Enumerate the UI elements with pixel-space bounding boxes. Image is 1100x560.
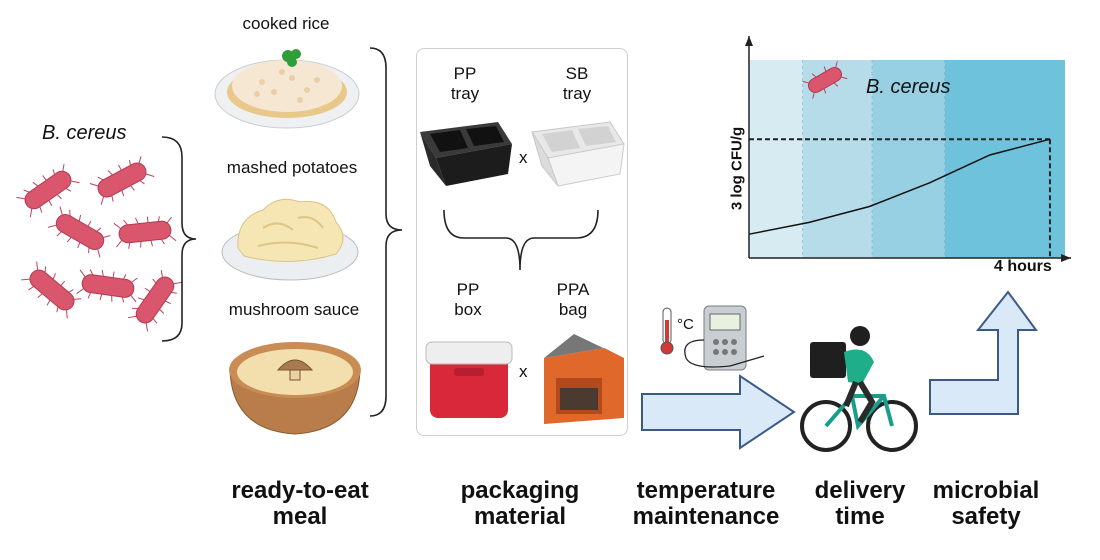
arrow-up-right-icon [929, 290, 1038, 415]
thermometer-unit: °C [677, 316, 694, 333]
mashed-potatoes-icon [221, 198, 359, 281]
x-axis-arrow [1061, 254, 1071, 262]
y-axis-arrow [745, 36, 753, 46]
mushroom-sauce-icon [229, 342, 361, 435]
cross-box: x [519, 362, 528, 381]
chart-band-4 [944, 60, 1065, 258]
thermometer-icon [660, 307, 674, 355]
cross-tray: x [519, 148, 528, 167]
meal-label-sauce: mushroom sauce [228, 300, 360, 319]
meal-label-potatoes: mashed potatoes [226, 158, 358, 177]
pp-box-label: PP box [454, 280, 482, 319]
caption-safety: microbial safety [932, 477, 1040, 530]
ppa-bag-label: PPA bag [556, 280, 590, 319]
delivery-cyclist-icon [800, 326, 918, 452]
caption-meal: ready-to-eat meal [231, 477, 369, 530]
chart-bacterium-icon [802, 61, 848, 99]
chart-organism-label: B. cereus [866, 76, 951, 98]
bacteria-label: B. cereus [42, 122, 127, 144]
pp-box-icon [425, 341, 513, 418]
chart-band-3 [872, 60, 945, 258]
ppa-bag-icon [544, 334, 624, 424]
data-logger-icon [684, 305, 765, 371]
arrow-right-icon [641, 374, 796, 450]
chart-xlabel: 4 hours [994, 258, 1052, 275]
chart-ylabel: 3 log CFU/g [728, 126, 746, 211]
cooked-rice-icon [214, 49, 360, 129]
pp-tray-icon [420, 122, 512, 186]
caption-delivery: delivery time [814, 477, 906, 530]
pp-tray-label: PP tray [450, 64, 480, 103]
packaging-panel [416, 48, 628, 436]
meal-brace [369, 47, 403, 417]
sb-tray-label: SB tray [562, 64, 592, 103]
caption-temperature: temperature maintenance [632, 477, 780, 530]
meal-label-rice: cooked rice [242, 14, 330, 33]
growth-chart [745, 36, 1071, 262]
chart-ylabel-wrap: 3 log CFU/g [727, 120, 747, 230]
left-brace [161, 136, 197, 342]
growth-curve [748, 138, 1051, 235]
caption-packaging: packaging material [460, 477, 580, 530]
packaging-brace [443, 209, 599, 271]
sb-tray-icon [531, 121, 625, 187]
